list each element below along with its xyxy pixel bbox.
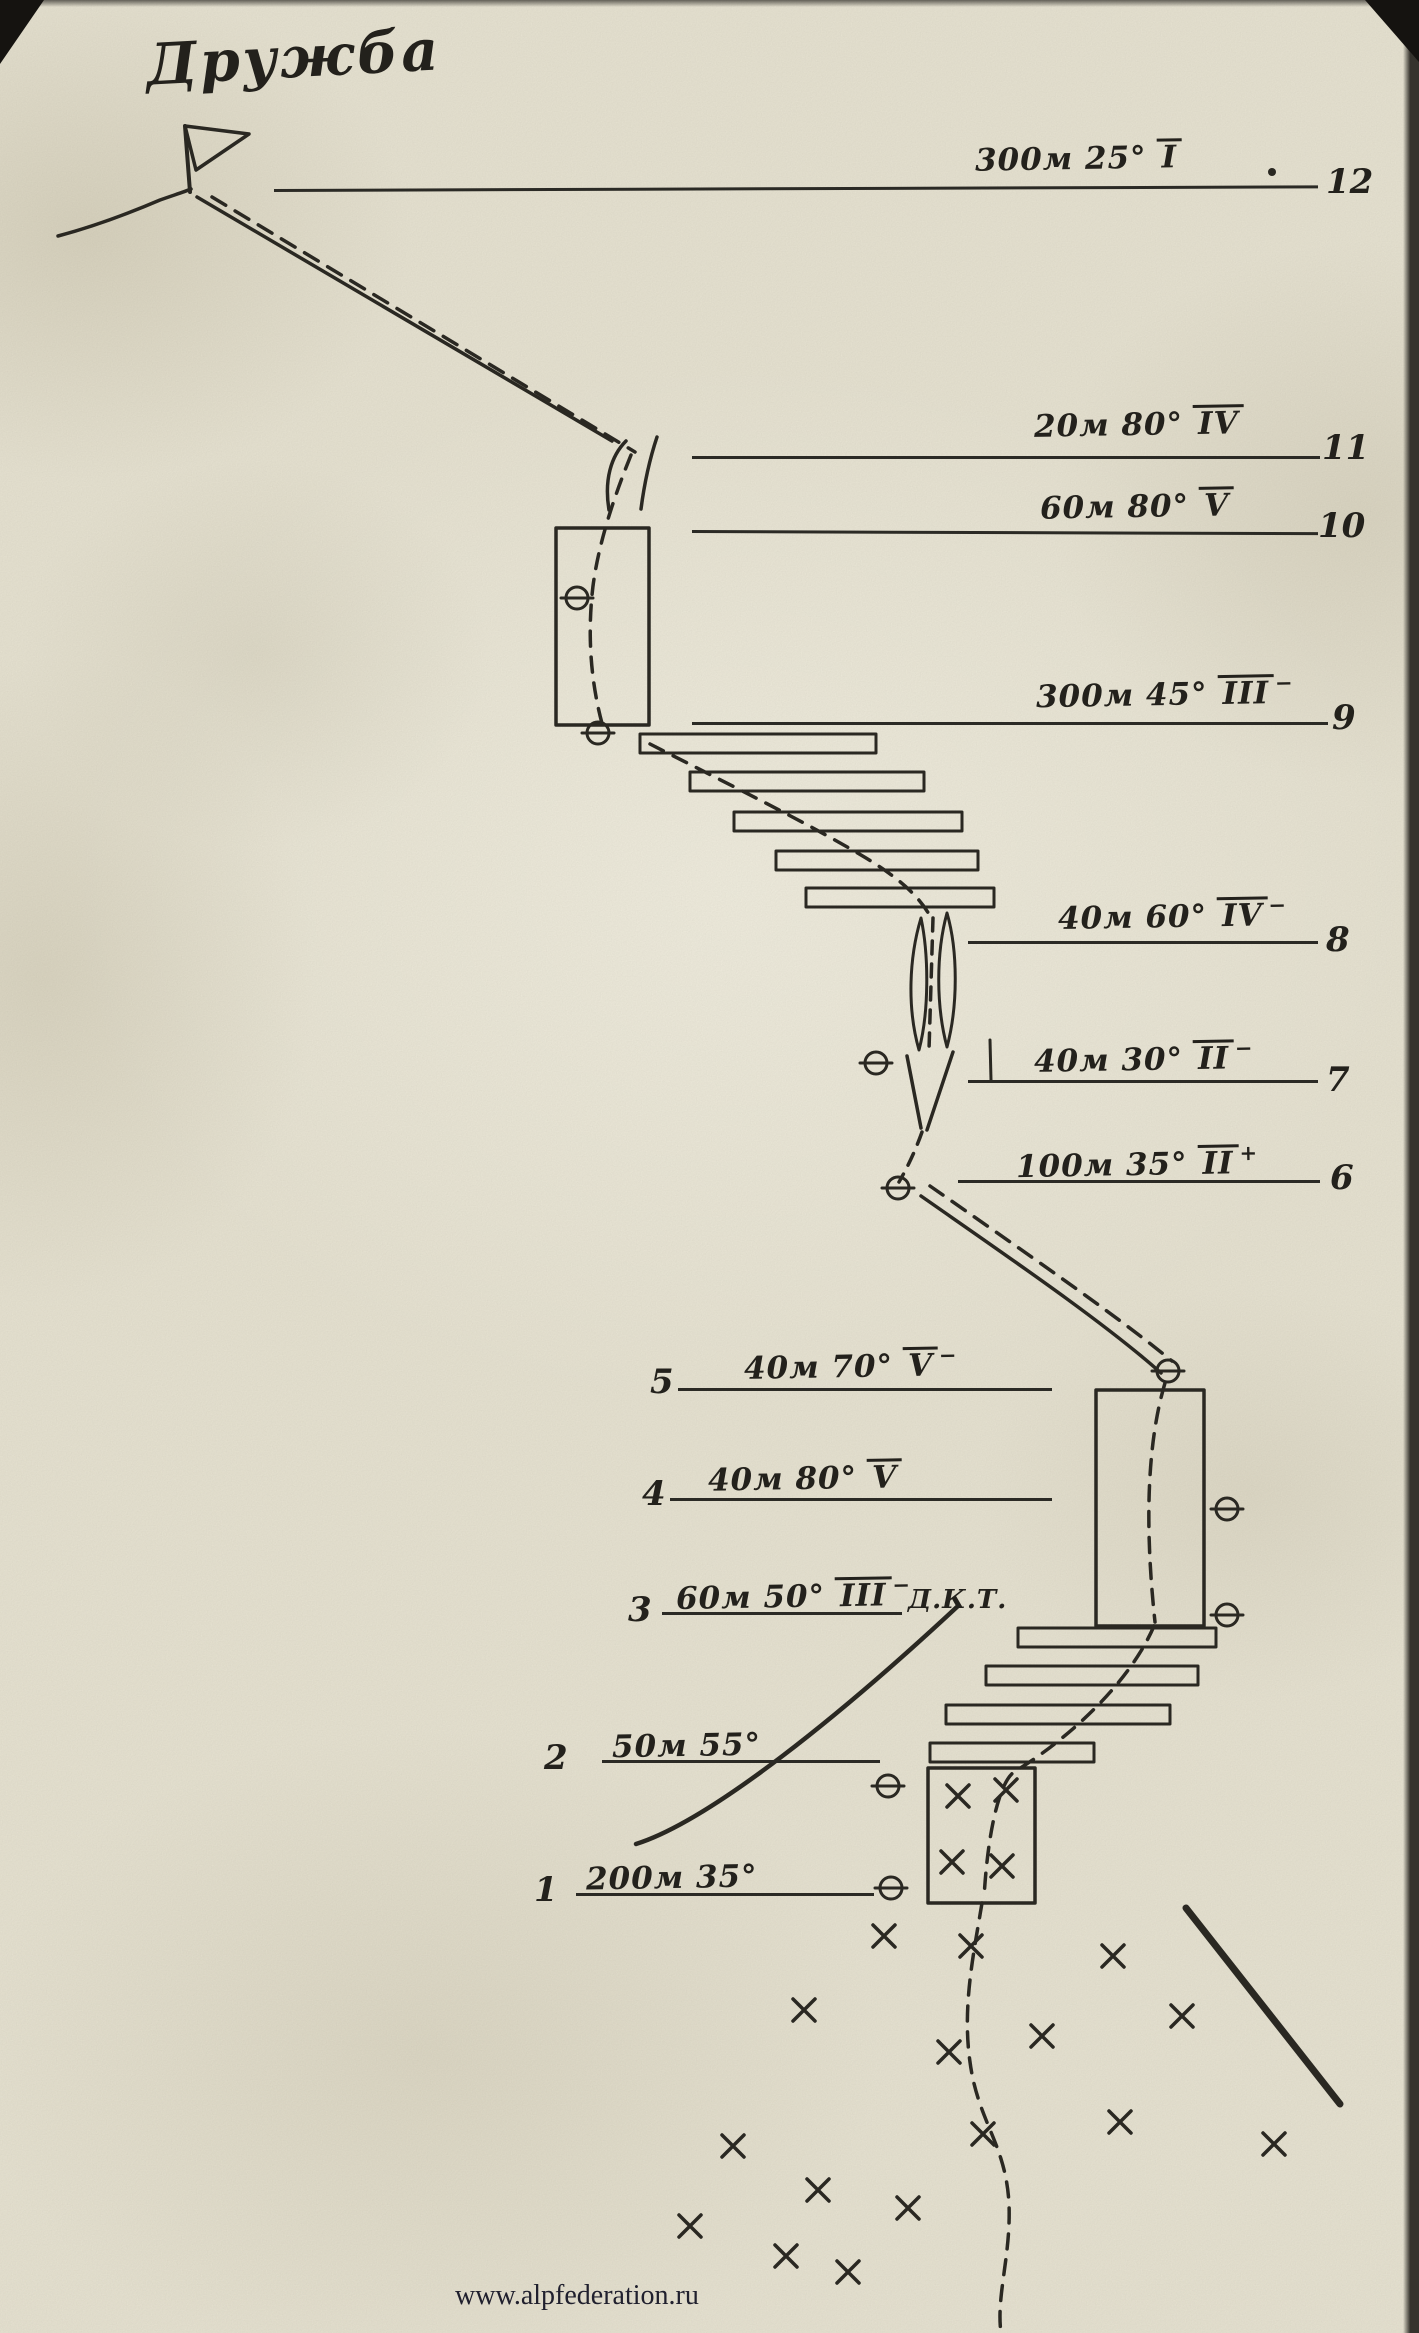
grade: III [834,1576,892,1614]
pitch-label-2: 50м 55° [612,1727,762,1766]
route-through-crack [927,916,935,1052]
grade-modifier: + [1239,1139,1259,1166]
dkt-label: Д.К.Т. [908,1585,1008,1615]
grade-modifier: − [1274,669,1294,696]
pitch-line-9 [692,722,1328,725]
grade: II [1197,1144,1239,1182]
pitch-label-7: 40м 30°II− [1033,1035,1254,1080]
scan-edge-right [1403,0,1419,2333]
pitch-number-11: 11 [1322,428,1370,468]
ridge-line [633,1603,961,1847]
pitch-text: 60м 50° [675,1578,826,1618]
grade: II [1192,1039,1235,1077]
belay-station-icon [1150,1358,1186,1384]
pitch-text: 40м 80° [707,1460,858,1499]
pitch-number-3: 3 [628,1590,652,1630]
rock-tower-lower [1094,1388,1206,1628]
grade-modifier: − [1234,1035,1254,1061]
summit-ridge [56,187,193,238]
pitch-label-4: 40м 80°V [707,1458,903,1499]
pitch-number-6: 6 [1330,1158,1354,1198]
summit-flag-icon [183,124,251,194]
pitch-text: 300м 25° [974,139,1147,179]
route-through-lower-tower [1147,1381,1167,1624]
pitch-line-6 [958,1180,1320,1183]
grade: V [902,1346,939,1384]
pitch-label-10: 60м 80°V [1039,486,1235,527]
grade: IV [1192,404,1244,442]
pitch-number-9: 9 [1332,698,1356,738]
scan-edge-top [0,0,1419,7]
pitch-text: 50м 55° [611,1726,762,1766]
watermark: www.alpfederation.ru [455,2280,699,2311]
pitch-label-6: 100м 35°II+ [1015,1140,1259,1186]
vegetation-marks [677,1923,1287,2285]
ledge-bars-upper [638,732,996,909]
pitch-number-7: 7 [1326,1060,1350,1100]
pitch-number-8: 8 [1326,920,1350,960]
belay-station-icon [1209,1496,1245,1522]
route-across-ledges [648,742,932,918]
grade-modifier: − [1268,892,1288,918]
pitch-line-8 [968,941,1318,944]
pitch-number-4: 4 [642,1474,666,1514]
pitch-line-7 [968,1080,1318,1083]
ledge-bars-lower [928,1626,1218,1764]
pitch-text: 20м 80° [1033,406,1184,445]
pitch-text: 100м 35° [1015,1146,1188,1186]
gully-v [905,1050,955,1132]
pitch-line-1 [576,1893,874,1896]
belay-station-icon [873,1875,909,1901]
belay-station-icon [858,1050,894,1076]
grade: I [1156,138,1183,176]
rock-tower-upper [554,526,651,727]
belay-station-icon [870,1773,906,1799]
grade: V [1198,486,1235,524]
pitch-line-5 [678,1388,1052,1391]
pitch-text: 40м 70° [743,1348,894,1387]
pitch-label-12: 300м 25°I [975,138,1183,179]
route-through-upper-tower [588,453,633,729]
pitch-text: 300м 45° [1035,676,1208,716]
pitch-text: 200м 35° [585,1858,758,1898]
pitch-label-1: 200м 35° [586,1859,758,1898]
pitch-line-2 [602,1760,880,1763]
pitch-line-3 [662,1612,902,1615]
pitch-text: 40м 30° [1033,1041,1184,1080]
pitch-label-9: 300м 45°III− [1035,670,1294,716]
grade: V [866,1458,903,1496]
belay-station-icon [580,720,616,746]
pitch-label-11: 20м 80°IV [1034,404,1244,445]
border-stroke [1182,1904,1344,2108]
grade: III [1217,674,1275,712]
chimney-notch [605,435,659,512]
pitch-number-10: 10 [1318,506,1366,546]
pitch-number-1: 1 [534,1870,558,1910]
grade-modifier: − [938,1342,958,1368]
belay-station-icon [559,585,595,611]
belay-station-icon [1209,1602,1245,1628]
pitch-label-3: 60м 50°III− [675,1572,912,1618]
pitch-text: 40м 60° [1057,898,1208,937]
pitch-line-4 [670,1498,1052,1501]
pitch-number-12: 12 [1326,162,1374,202]
pitch-line-11 [692,456,1320,459]
pitch-label-8: 40м 60°IV− [1057,892,1288,937]
route-upper-segment [195,195,637,454]
route-tick [988,1038,993,1082]
crack-chimney [909,911,957,1052]
pitch-number-5: 5 [650,1362,674,1402]
pitch-text: 60м 80° [1039,488,1190,527]
route-traverse [919,1184,1174,1375]
route-lower-gully [965,1901,1011,2333]
pitch-label-5: 40м 70°V− [743,1342,958,1387]
belay-station-icon [880,1175,916,1201]
pitch-number-2: 2 [544,1738,568,1778]
grade: IV [1216,896,1268,934]
ink-dot [1268,168,1276,176]
vegetation-marks-in-patch [939,1777,1019,1879]
